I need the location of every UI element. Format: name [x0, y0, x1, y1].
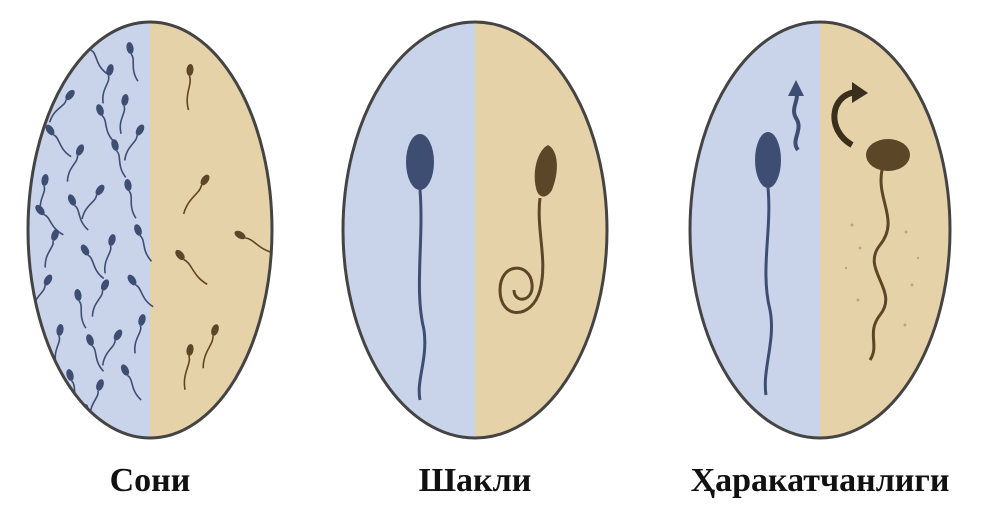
- panel-shape-right-half: [475, 15, 615, 445]
- caption-motility: Ҳаракатчанлиги: [691, 462, 950, 500]
- panel-shape: [340, 15, 615, 445]
- caption-shape: Шакли: [419, 462, 532, 500]
- panel-motility-left-half: [690, 15, 820, 445]
- caption-count: Сони: [110, 462, 191, 500]
- panel-count: [20, 15, 280, 445]
- panel-count-right-half: [150, 15, 280, 445]
- panel-shape-left-half: [340, 15, 475, 445]
- panel-motility: [690, 15, 955, 445]
